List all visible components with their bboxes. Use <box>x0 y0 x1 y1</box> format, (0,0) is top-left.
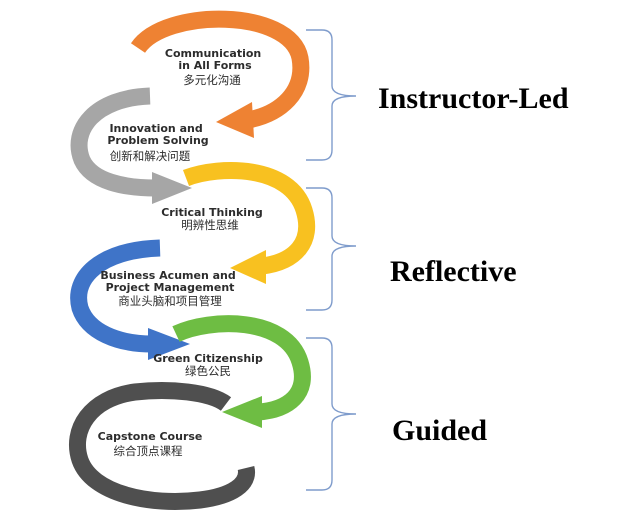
bracket-guided: Guided <box>306 337 487 491</box>
stage-label-en: Capstone Course <box>98 430 203 443</box>
arc-dark <box>69 382 255 510</box>
curly-brace-icon <box>306 187 357 311</box>
curly-brace-icon <box>306 337 357 491</box>
arrowhead-yellow-icon <box>230 250 266 284</box>
stage-label-en: Critical Thinking <box>161 206 263 219</box>
stage-label-en: Communication in All Forms <box>165 47 265 72</box>
stage-label-zh: 多元化沟通 <box>183 73 241 87</box>
stage-arc-capstone: Capstone Course 综合顶点课程 <box>69 382 255 510</box>
arrowhead-orange-icon <box>216 102 254 138</box>
stage-arc-communication: Communication in All Forms 多元化沟通 <box>130 10 310 138</box>
arc-blue <box>70 239 161 353</box>
group-label: Instructor-Led <box>378 82 569 115</box>
stage-label-en: Innovation and Problem Solving <box>107 122 208 147</box>
arc-green <box>172 315 311 421</box>
stage-arc-green-citizenship: Green Citizenship 绿色公民 <box>153 315 311 428</box>
arc-gray <box>70 87 157 197</box>
stage-label-zh: 商业头脑和项目管理 <box>118 294 222 308</box>
stage-arc-critical-thinking: Critical Thinking 明辨性思维 <box>161 162 316 284</box>
stage-label-zh: 绿色公民 <box>185 364 231 378</box>
group-label: Reflective <box>390 255 517 288</box>
stage-label-zh: 创新和解决问题 <box>110 149 191 163</box>
stage-arc-business-acumen: Business Acumen and Project Management 商… <box>70 239 239 360</box>
arc-orange <box>130 10 310 129</box>
curly-brace-icon <box>306 29 357 161</box>
bracket-instructor-led: Instructor-Led <box>306 29 569 161</box>
stage-label-zh: 明辨性思维 <box>181 218 239 232</box>
stage-label-en: Business Acumen and Project Management <box>100 269 239 294</box>
arrowhead-gray-icon <box>152 172 192 204</box>
arrowhead-green-icon <box>222 396 262 428</box>
stage-label-en: Green Citizenship <box>153 352 263 365</box>
group-label: Guided <box>392 414 487 447</box>
arc-yellow <box>182 162 316 275</box>
stage-label-zh: 综合顶点课程 <box>114 444 183 458</box>
stage-arc-innovation: Innovation and Problem Solving 创新和解决问题 <box>70 87 209 204</box>
bracket-reflective: Reflective <box>306 187 517 311</box>
arrowhead-blue-icon <box>148 328 190 360</box>
